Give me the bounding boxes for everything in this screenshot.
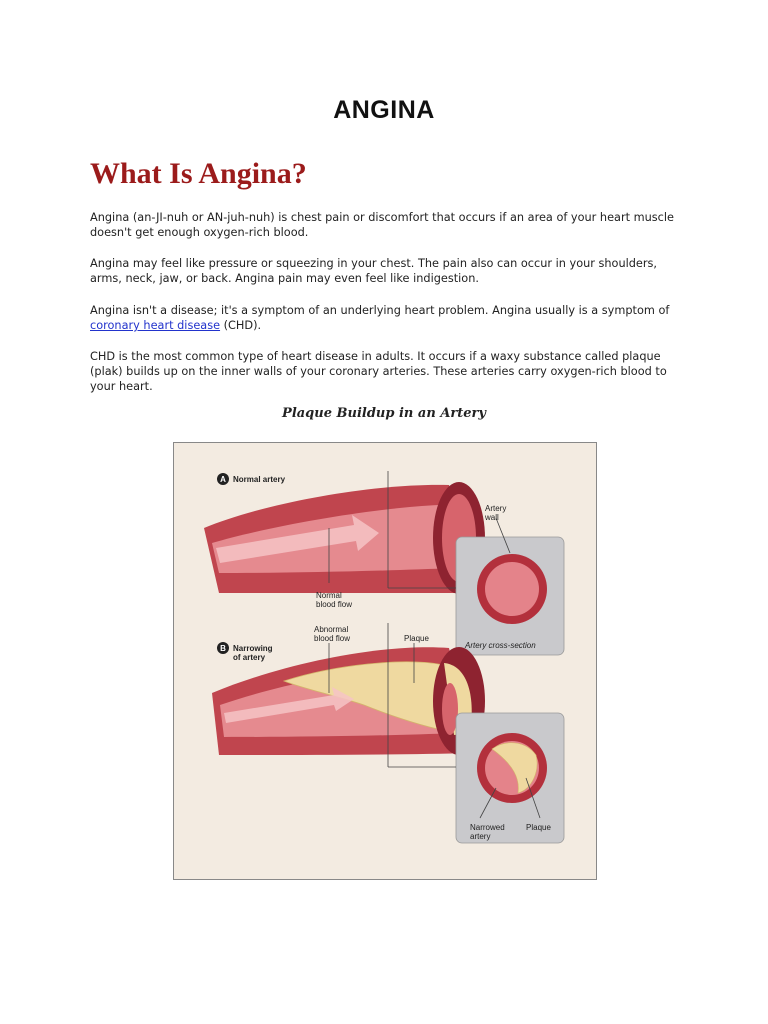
document-title: ANGINA <box>333 96 435 124</box>
label-plaque-bottom: Plaque <box>526 823 551 832</box>
label-normal-flow-2: blood flow <box>316 600 352 609</box>
paragraph-cause-text-1: Angina isn't a disease; it's a symptom o… <box>90 304 670 317</box>
section-heading: What Is Angina? <box>90 157 307 190</box>
artery-figure: A Normal artery Artery wall Normal blood… <box>173 442 597 880</box>
label-abnormal-flow-1: Abnormal <box>314 625 348 634</box>
normal-artery-tube <box>204 482 485 594</box>
label-normal-flow-1: Normal <box>316 591 342 600</box>
label-cross-section: Artery cross-section <box>464 641 536 650</box>
figure-caption: Plaque Buildup in an Artery <box>282 406 486 421</box>
label-artery-wall-2: wall <box>484 513 499 522</box>
paragraph-chd: CHD is the most common type of heart dis… <box>90 350 667 393</box>
marker-b <box>217 642 229 654</box>
artery-illustration: A Normal artery Artery wall Normal blood… <box>204 471 565 844</box>
label-normal-artery: Normal artery <box>233 475 286 484</box>
label-artery-wall-1: Artery <box>485 504 506 513</box>
paragraph-cause-text-2: (CHD). <box>220 319 262 332</box>
label-narrowing-1: Narrowing <box>233 644 273 653</box>
coronary-heart-disease-link[interactable]: coronary heart disease <box>90 319 221 332</box>
marker-a <box>217 473 229 485</box>
label-abnormal-flow-2: blood flow <box>314 634 350 643</box>
plaque-deposit <box>282 661 457 734</box>
label-plaque-top: Plaque <box>404 634 429 643</box>
marker-b-letter: B <box>220 644 226 653</box>
label-narrowed-2: artery <box>470 832 490 841</box>
label-narrowed-1: Narrowed <box>470 823 505 832</box>
label-narrowing-2: of artery <box>233 653 266 662</box>
paragraph-symptoms: Angina may feel like pressure or squeezi… <box>90 257 658 285</box>
narrowed-artery-tube <box>212 647 485 755</box>
paragraph-definition: Angina (an-JI-nuh or AN-juh-nuh) is ches… <box>90 211 674 239</box>
paragraph-cause: Angina isn't a disease; it's a symptom o… <box>90 303 690 333</box>
marker-a-letter: A <box>220 475 226 484</box>
